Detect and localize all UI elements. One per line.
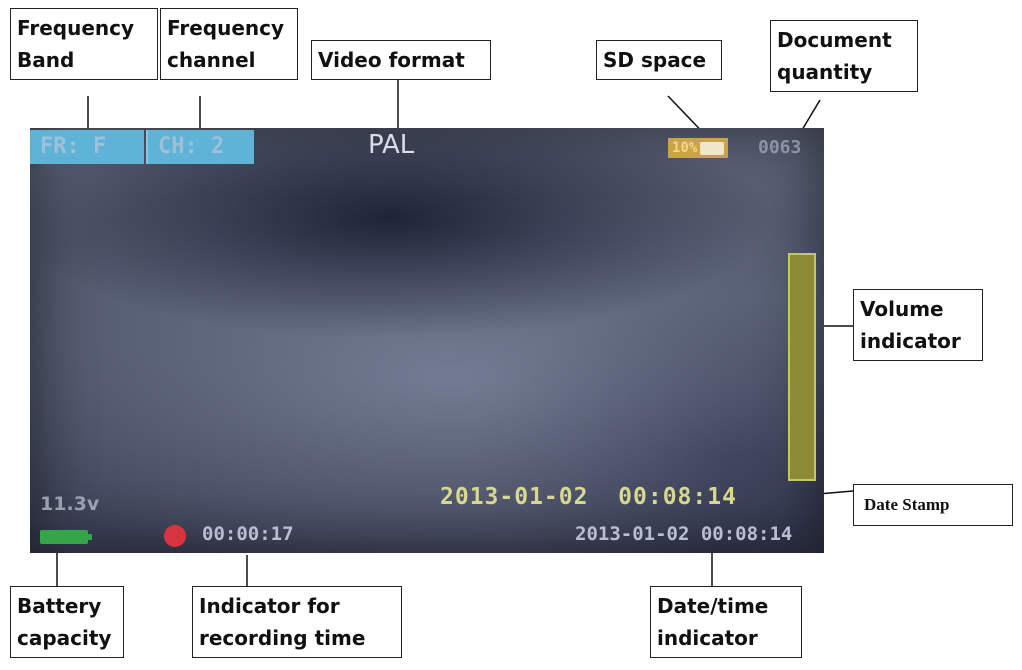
frequency-channel-indicator: CH: 2 — [146, 130, 254, 164]
callout-sd-space: SD space — [596, 40, 722, 80]
volume-indicator-bar — [788, 253, 816, 481]
callout-date-stamp: Date Stamp — [853, 484, 1013, 526]
date-stamp: 2013-01-02 00:08:14 — [440, 484, 737, 510]
frequency-band-indicator: FR: F — [30, 130, 144, 164]
callout-recording-time: Indicator for recording time — [192, 586, 402, 658]
video-format-label: PAL — [368, 130, 415, 160]
record-dot-icon — [164, 525, 186, 547]
callout-frequency-channel: Frequency channel — [160, 8, 298, 80]
callout-document-quantity: Document quantity — [770, 20, 918, 92]
battery-icon — [40, 530, 88, 544]
callout-frequency-band: Frequency Band — [10, 8, 158, 80]
camera-screen: FR: F CH: 2 PAL 10% 0063 11.3v 00:00:17 … — [30, 128, 824, 553]
recording-time: 00:00:17 — [202, 523, 294, 545]
datetime-indicator: 2013-01-02 00:08:14 — [575, 523, 793, 545]
callout-datetime-indicator: Date/time indicator — [650, 586, 802, 658]
document-count: 0063 — [758, 137, 802, 158]
callout-volume-indicator: Volume indicator — [853, 289, 983, 361]
battery-voltage: 11.3v — [40, 493, 100, 515]
sd-card-icon — [700, 141, 725, 155]
battery-icon-tip — [88, 534, 92, 540]
volume-level-fill — [790, 255, 814, 479]
sd-space-indicator: 10% — [668, 138, 729, 158]
sd-percent: 10% — [672, 140, 698, 156]
callout-battery-capacity: Battery capacity — [10, 586, 124, 658]
callout-video-format: Video format — [311, 40, 491, 80]
